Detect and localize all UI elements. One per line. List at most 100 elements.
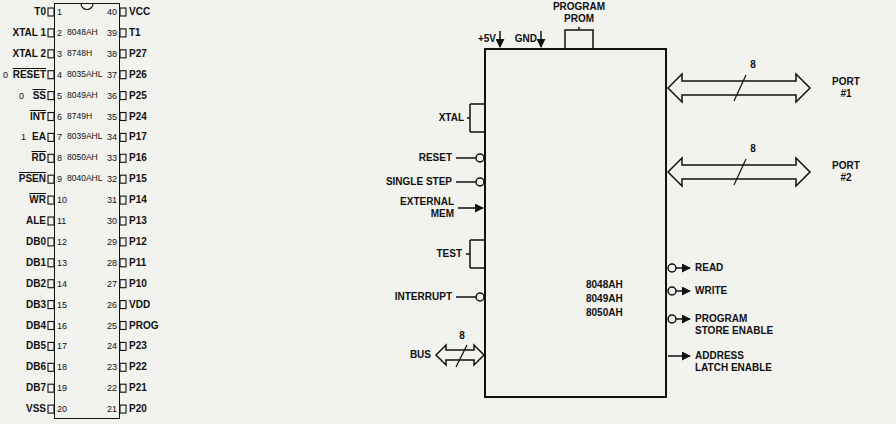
pin-stub <box>120 133 126 141</box>
pin-name: P11 <box>129 257 146 269</box>
pin-name: SS <box>33 90 46 102</box>
ground-line <box>540 31 542 47</box>
pin-number: 6 <box>57 111 62 122</box>
external-mem-line <box>458 207 483 209</box>
pin-stub <box>120 196 126 204</box>
pin-name: VDD <box>129 299 150 311</box>
inversion-bubble <box>668 287 676 295</box>
pin-name: RD <box>32 152 46 164</box>
pin-name: VSS <box>26 403 46 415</box>
pin-name: DB6 <box>26 361 46 373</box>
signal-name: INTERRUPT <box>395 291 452 303</box>
pin-number: 22 <box>107 383 117 394</box>
interrupt-line <box>456 296 476 298</box>
pin-stub <box>120 363 126 371</box>
pin-name: DB5 <box>26 340 46 352</box>
signal-name: GND <box>515 33 537 45</box>
chip-notch <box>81 4 93 10</box>
write-line <box>676 290 690 292</box>
pin-number: 3 <box>57 48 62 59</box>
signal-name: BUS <box>410 349 431 361</box>
pin-number: 40 <box>107 7 117 18</box>
xtal-bracket <box>467 104 484 132</box>
chip-package: 8048AH 8748H 8035AHL 8049AH 8749H 8039AH… <box>54 3 120 419</box>
part-number-list: 8048AH 8748H 8035AHL 8049AH 8749H 8039AH… <box>67 22 109 189</box>
inversion-bubble <box>668 264 676 272</box>
pin-number: 9 <box>57 174 62 185</box>
single-step-line <box>456 181 476 183</box>
pin-number: 39 <box>107 27 117 38</box>
port-name: PORT #1 <box>826 76 866 100</box>
pin-stub <box>120 405 126 413</box>
pin-number: 4 <box>57 69 62 80</box>
pin-name: RESET <box>13 69 46 81</box>
pse-line <box>676 318 690 320</box>
signal-name: XTAL <box>439 112 464 124</box>
pin-stub <box>120 280 126 288</box>
pin-number: 25 <box>107 320 117 331</box>
pin-name: INT <box>30 111 46 123</box>
pin-number: 2 <box>57 27 62 38</box>
pin-number: 10 <box>57 195 67 206</box>
pin-name: ALE <box>26 215 46 227</box>
pin-name: VCC <box>129 6 150 18</box>
read-line <box>676 267 690 269</box>
inversion-bubble <box>668 315 676 323</box>
pin-name: P12 <box>129 236 147 248</box>
pin-number: 8 <box>57 153 62 164</box>
hand-mark: 0 <box>3 69 8 80</box>
pin-name: T0 <box>34 6 46 18</box>
signal-name: READ <box>695 262 723 274</box>
pin-number: 36 <box>107 90 117 101</box>
pin-number: 27 <box>107 278 117 289</box>
hand-mark: 1 <box>21 132 26 143</box>
pin-name: P20 <box>129 403 147 415</box>
pin-number: 24 <box>107 341 117 352</box>
reset-line <box>456 157 476 159</box>
bus-arrow <box>436 345 484 365</box>
pin-number: 21 <box>107 404 117 415</box>
bus-width: 8 <box>459 330 465 342</box>
pin-number: 16 <box>57 320 67 331</box>
pin-number: 12 <box>57 236 67 247</box>
pin-name: EA <box>32 131 46 143</box>
pin-stub <box>120 217 126 225</box>
pin-name: DB2 <box>26 278 46 290</box>
pin-stub <box>120 322 126 330</box>
ale-line <box>668 355 690 357</box>
signal-name: RESET <box>419 152 452 164</box>
pin-name: PSEN <box>19 173 46 185</box>
pin-stub <box>120 29 126 37</box>
bus-width: 8 <box>750 143 756 155</box>
signal-name: EXTERNAL MEM <box>394 196 454 220</box>
bus-width: 8 <box>750 59 756 71</box>
pin-name: P26 <box>129 69 147 81</box>
bus-width-slash <box>734 159 746 185</box>
pin-name: P21 <box>129 382 147 394</box>
pin-name: P16 <box>129 152 147 164</box>
pin-name: DB3 <box>26 299 46 311</box>
pin-number: 20 <box>57 404 67 415</box>
pin-number: 23 <box>107 362 117 373</box>
pin-stub <box>120 92 126 100</box>
pin-name: DB4 <box>26 320 46 332</box>
signal-name: ADDRESS LATCH ENABLE <box>695 350 779 374</box>
pin-number: 11 <box>57 216 66 227</box>
pin-name: P15 <box>129 173 147 185</box>
inversion-bubble <box>476 293 484 301</box>
pin-name: XTAL 2 <box>12 48 46 60</box>
pin-name: P10 <box>129 278 147 290</box>
pin-number: 13 <box>57 257 67 268</box>
part-number-list: 8048AH 8049AH 8050AH <box>586 278 642 320</box>
pin-number: 32 <box>107 174 117 185</box>
bus-width-slash <box>734 75 746 101</box>
pin-number: 29 <box>107 236 117 247</box>
signal-name: PROGRAM STORE ENABLE <box>695 313 779 337</box>
pin-stub <box>120 71 126 79</box>
pin-name: XTAL 1 <box>12 27 46 39</box>
pin-name: WR <box>29 194 46 206</box>
pin-stub <box>120 175 126 183</box>
pin-number: 15 <box>57 299 67 310</box>
power-line <box>499 31 501 47</box>
